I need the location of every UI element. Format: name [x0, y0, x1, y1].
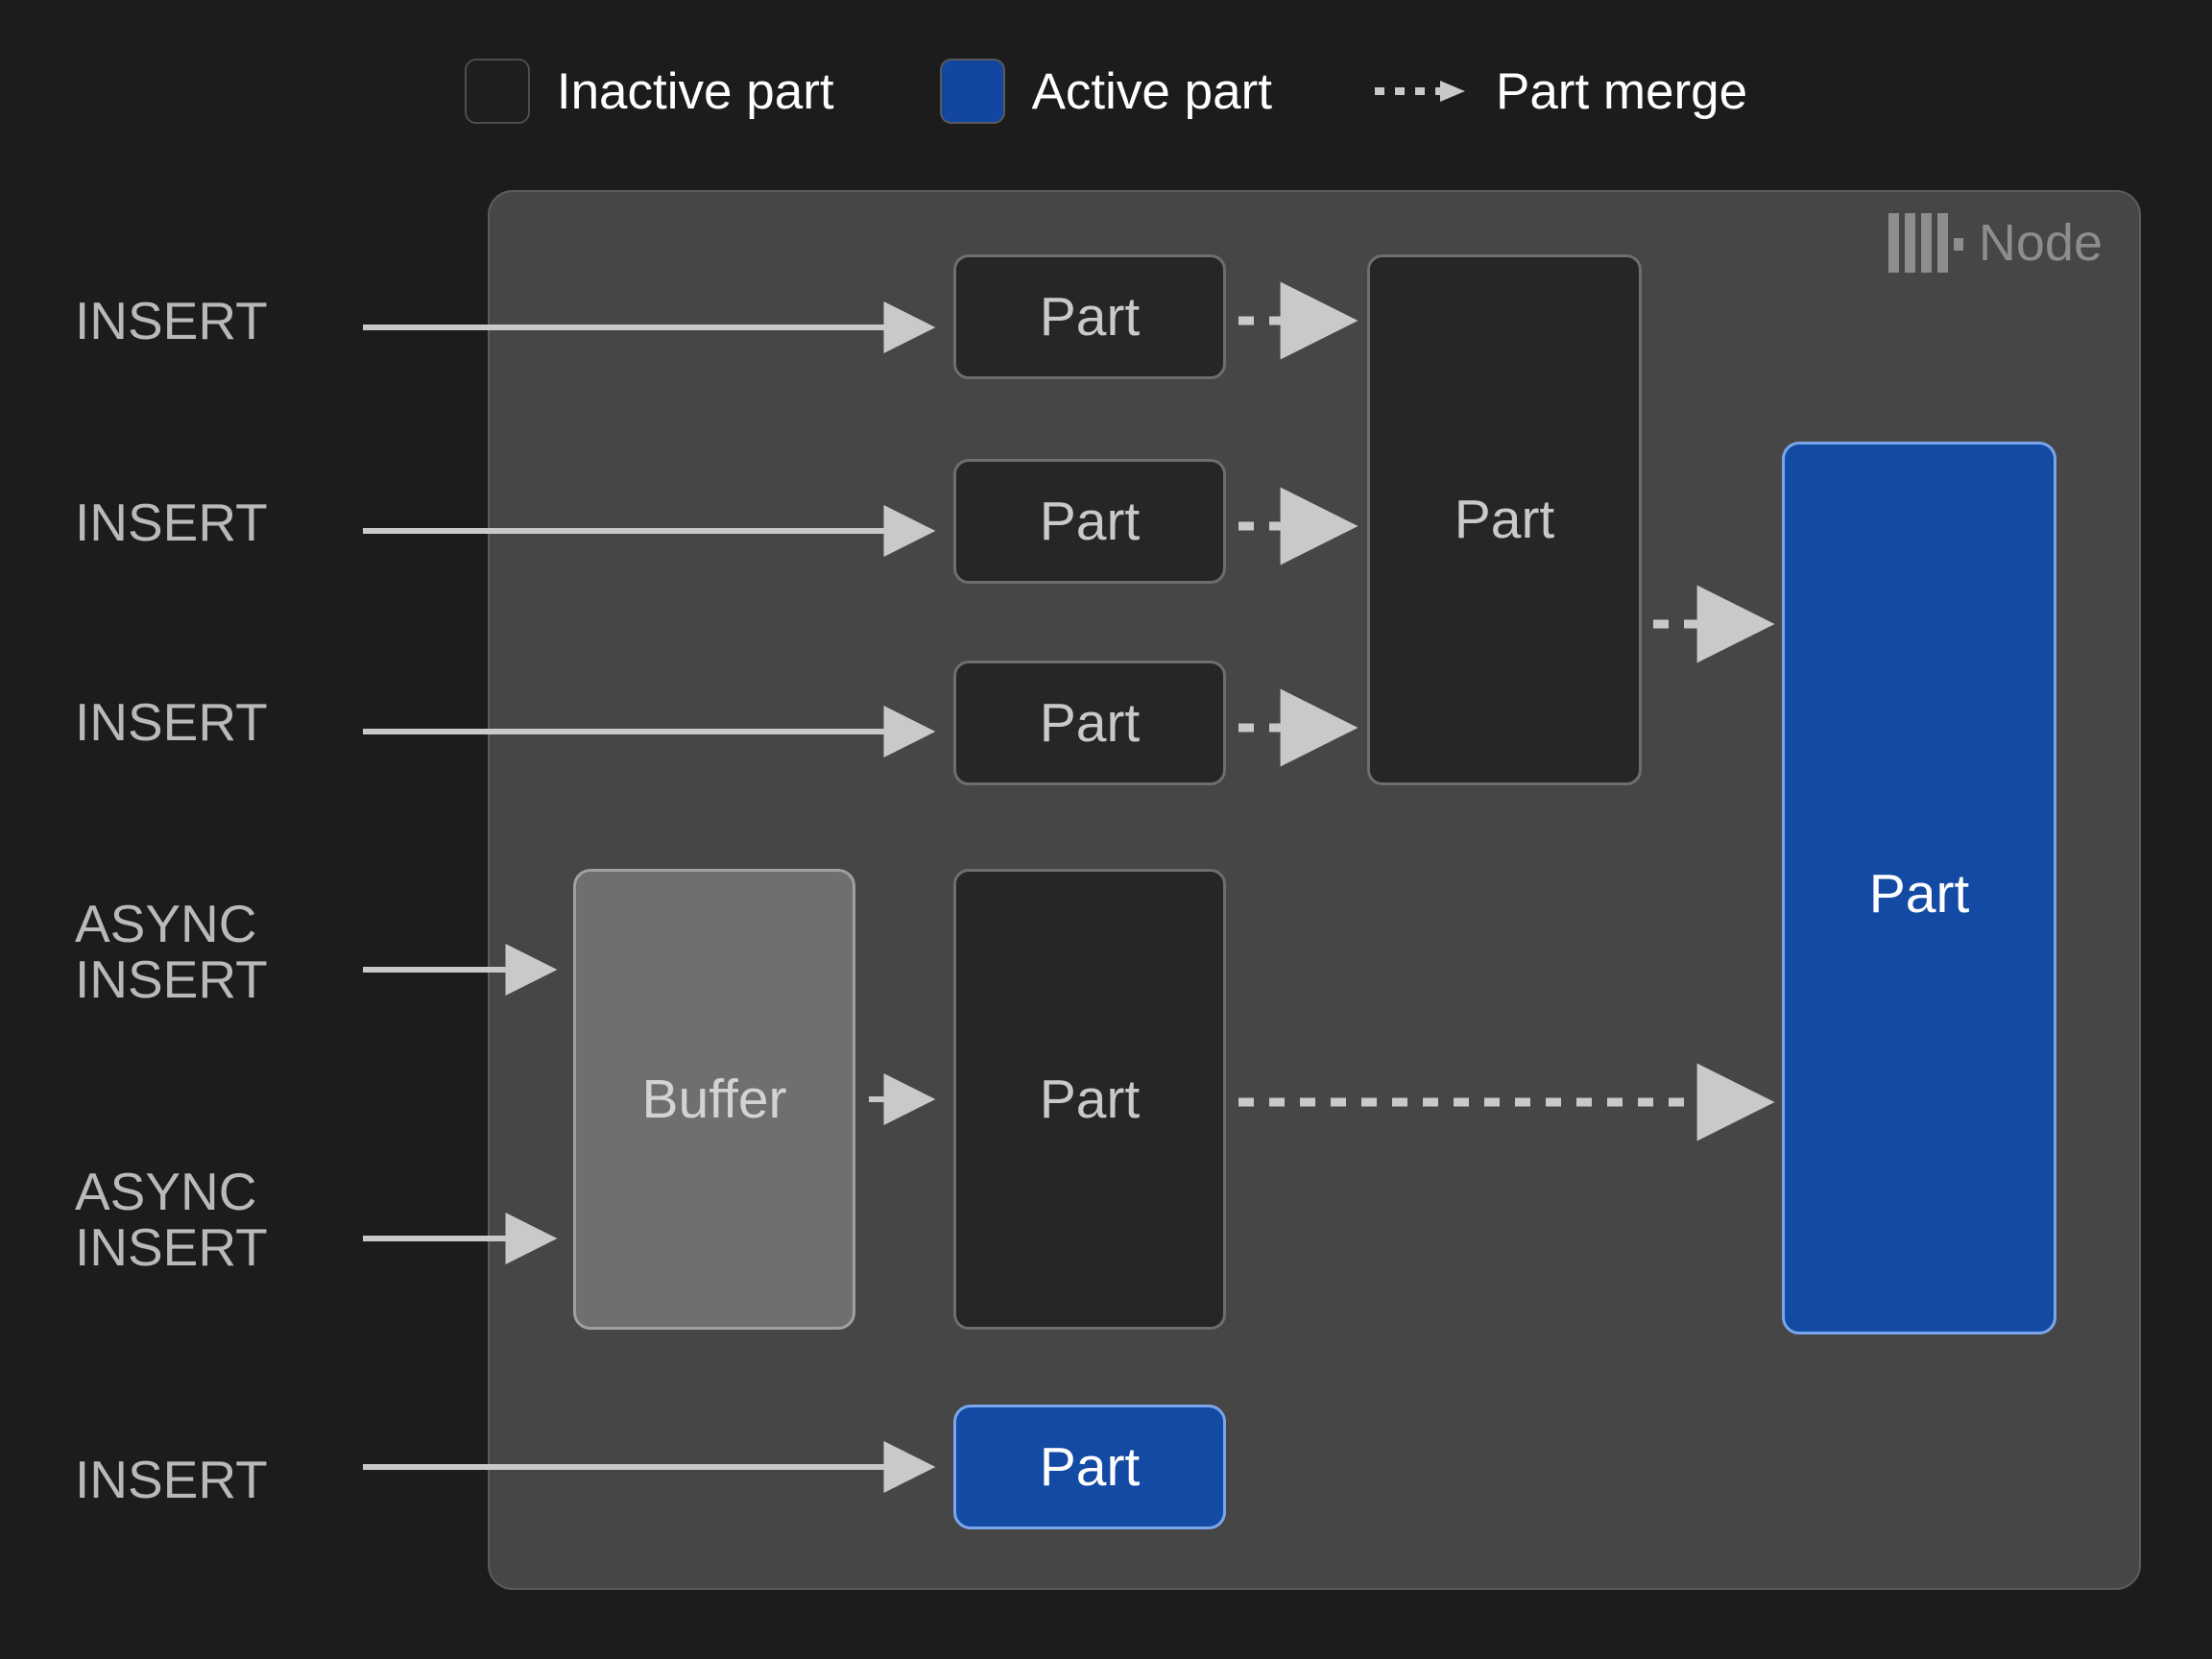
legend: Inactive part Active part Part merge — [0, 48, 2212, 134]
legend-label-active-part: Active part — [1031, 62, 1272, 120]
input-label-async-insert-1: ASYNC INSERT — [75, 894, 268, 1010]
inactive-part-swatch-icon — [464, 59, 530, 124]
input-label-insert-2: INSERT — [75, 493, 268, 552]
legend-item-part-merge: Part merge — [1373, 66, 1747, 117]
legend-item-inactive-part: Inactive part — [464, 59, 834, 124]
part-box-new[interactable]: Part — [953, 1405, 1226, 1529]
input-label-insert-1: INSERT — [75, 291, 268, 350]
part-box-1[interactable]: Part — [953, 254, 1226, 379]
part-box-buffered-label: Part — [1039, 1068, 1141, 1130]
part-box-3[interactable]: Part — [953, 661, 1226, 785]
active-part-swatch-icon — [939, 59, 1005, 124]
dashed-arrow-icon — [1374, 81, 1465, 102]
node-title: Node — [1978, 214, 2103, 272]
input-label-insert-3: INSERT — [75, 692, 268, 752]
part-box-2[interactable]: Part — [953, 459, 1226, 584]
buffer-box-label: Buffer — [641, 1068, 787, 1130]
part-box-1-label: Part — [1039, 285, 1141, 348]
part-box-final-label: Part — [1868, 863, 1970, 925]
legend-label-inactive-part: Inactive part — [556, 62, 834, 120]
input-label-insert-4: INSERT — [75, 1450, 268, 1509]
legend-item-active-part: Active part — [939, 59, 1272, 124]
part-box-merged[interactable]: Part — [1367, 254, 1642, 785]
clickhouse-logo-icon — [1887, 213, 1963, 273]
part-box-3-label: Part — [1039, 691, 1141, 754]
part-box-new-label: Part — [1039, 1435, 1141, 1498]
part-box-buffered[interactable]: Part — [953, 869, 1226, 1330]
node-tag: Node — [1887, 213, 2103, 273]
buffer-box[interactable]: Buffer — [573, 869, 855, 1330]
part-box-merged-label: Part — [1454, 489, 1555, 550]
part-box-2-label: Part — [1039, 490, 1141, 552]
legend-label-part-merge: Part merge — [1495, 62, 1748, 120]
input-label-async-insert-2: ASYNC INSERT — [75, 1162, 268, 1278]
part-box-final[interactable]: Part — [1782, 442, 2056, 1334]
